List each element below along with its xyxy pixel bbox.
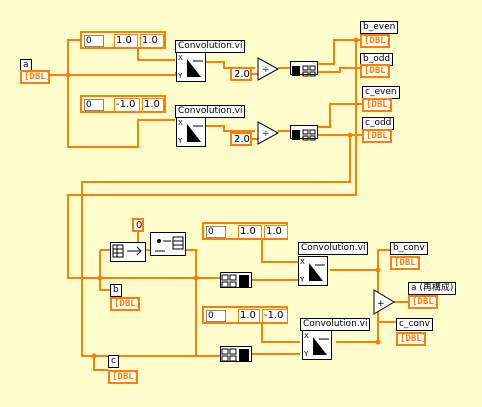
- decimate-icon: [292, 65, 316, 77]
- decimate-node-2[interactable]: [290, 125, 318, 141]
- svg-text:÷: ÷: [262, 65, 270, 75]
- indicator-b-even-label: b_even: [360, 21, 399, 34]
- conv3-label: Convolution.vi: [298, 242, 369, 255]
- wire-a-to-conv2: [67, 100, 175, 148]
- indicator-b-conv-label: b_conv: [390, 242, 428, 255]
- wire-upsample-out: [146, 249, 220, 357]
- conv2-label: Convolution.vi: [175, 105, 246, 118]
- wire-arr3: [261, 240, 298, 263]
- array-3-index[interactable]: 0: [206, 226, 226, 238]
- indicator-a-recon-label: a (再構成): [408, 282, 457, 295]
- wire-arr4: [261, 324, 300, 343]
- conv4-y-terminal: Y: [304, 350, 309, 358]
- divide-node-2: [257, 121, 280, 145]
- zero-constant[interactable]: 0: [132, 218, 144, 232]
- array-constant-1[interactable]: 0 1.0 1.0: [80, 31, 166, 49]
- array-2-element-1[interactable]: 1.0: [142, 98, 164, 112]
- conv4-label: Convolution.vi: [300, 318, 371, 331]
- add-node: [373, 289, 395, 315]
- interleave-node-c[interactable]: [220, 346, 252, 362]
- control-c-label: c: [108, 355, 119, 368]
- array-2-index[interactable]: 0: [84, 99, 104, 111]
- conv1-y-terminal: Y: [178, 72, 183, 80]
- conv1-x-terminal: X: [178, 54, 183, 62]
- wire-c-even: [318, 103, 362, 128]
- control-b-label: b: [110, 284, 122, 297]
- indicator-c-even-terminal[interactable]: [DBL]: [362, 98, 393, 112]
- interleave-node-b[interactable]: [220, 272, 252, 288]
- indicator-c-conv-label: c_conv: [396, 318, 433, 331]
- array-1-index[interactable]: 0: [84, 35, 104, 47]
- conv4-x-terminal: X: [304, 332, 309, 340]
- wire-b-odd: [318, 67, 360, 73]
- divisor-constant-1[interactable]: 2.0: [230, 67, 252, 81]
- initialize-array-node[interactable]: [110, 242, 146, 262]
- conv1-subvi[interactable]: X Y: [176, 52, 206, 82]
- array-2-element-0[interactable]: -1.0: [114, 98, 140, 112]
- array-1-element-1[interactable]: 1.0: [140, 34, 164, 48]
- array-1-element-0[interactable]: 1.0: [114, 34, 138, 48]
- svg-text:÷: ÷: [262, 129, 270, 139]
- divisor-constant-2[interactable]: 2.0: [230, 132, 252, 146]
- array-grid-icon: [112, 244, 142, 258]
- wire-b-upsample: [99, 249, 110, 278]
- control-b-terminal[interactable]: [DBL]: [110, 297, 141, 311]
- conv2-y-terminal: Y: [178, 137, 183, 145]
- conv2-x-terminal: X: [178, 119, 183, 127]
- divide-node-1: [257, 57, 280, 81]
- array-constant-2[interactable]: 0 -1.0 1.0: [80, 95, 166, 113]
- control-c-terminal[interactable]: [DBL]: [108, 370, 139, 384]
- array-3-element-1[interactable]: 1.0: [264, 225, 288, 239]
- decimate-icon: [292, 129, 316, 141]
- convolution-icon: [309, 263, 325, 281]
- indicator-b-conv-terminal[interactable]: [DBL]: [390, 256, 421, 270]
- conv1-label: Convolution.vi: [175, 40, 246, 53]
- interleave-node[interactable]: [150, 232, 186, 256]
- conv4-subvi[interactable]: X Y: [302, 330, 332, 360]
- conv3-y-terminal: Y: [300, 276, 305, 284]
- array-3-element-0[interactable]: 1.0: [238, 225, 262, 239]
- convolution-icon: [313, 337, 329, 355]
- interleave-array-icon: [221, 274, 249, 288]
- wire-b-control: [99, 278, 110, 291]
- control-a-terminal[interactable]: [DBL]: [20, 70, 51, 84]
- indicator-c-odd-terminal[interactable]: [DBL]: [362, 129, 393, 143]
- wire-b-return: [67, 40, 357, 279]
- convolution-icon: [187, 59, 203, 77]
- conv3-x-terminal: X: [300, 258, 305, 266]
- decimate-node-1[interactable]: [290, 61, 318, 77]
- indicator-a-recon-terminal[interactable]: [DBL]: [408, 295, 439, 309]
- wire-c-return: [81, 135, 351, 357]
- interleave-array-icon: [221, 348, 249, 362]
- array-4-element-1[interactable]: -1.0: [262, 309, 288, 323]
- conv2-subvi[interactable]: X Y: [176, 117, 206, 147]
- array-4-index[interactable]: 0: [206, 310, 226, 322]
- array-4-element-0[interactable]: 1.0: [238, 309, 260, 323]
- indicator-b-odd-terminal[interactable]: [DBL]: [360, 64, 391, 78]
- conv3-subvi[interactable]: X Y: [298, 256, 328, 286]
- wire-c-control: [93, 356, 108, 371]
- indicator-c-conv-terminal[interactable]: [DBL]: [396, 332, 427, 346]
- array-constant-3[interactable]: 0 1.0 1.0: [202, 222, 288, 240]
- wire-conv2-out: [206, 125, 255, 132]
- wire-conv3-out: [330, 249, 390, 299]
- svg-text:+: +: [377, 299, 385, 309]
- array-constant-4[interactable]: 0 1.0 -1.0: [202, 306, 288, 324]
- wire-b-even: [318, 39, 360, 65]
- convolution-icon: [187, 124, 203, 142]
- indicator-b-even-terminal[interactable]: [DBL]: [360, 34, 391, 48]
- interleave-icon: [155, 236, 184, 252]
